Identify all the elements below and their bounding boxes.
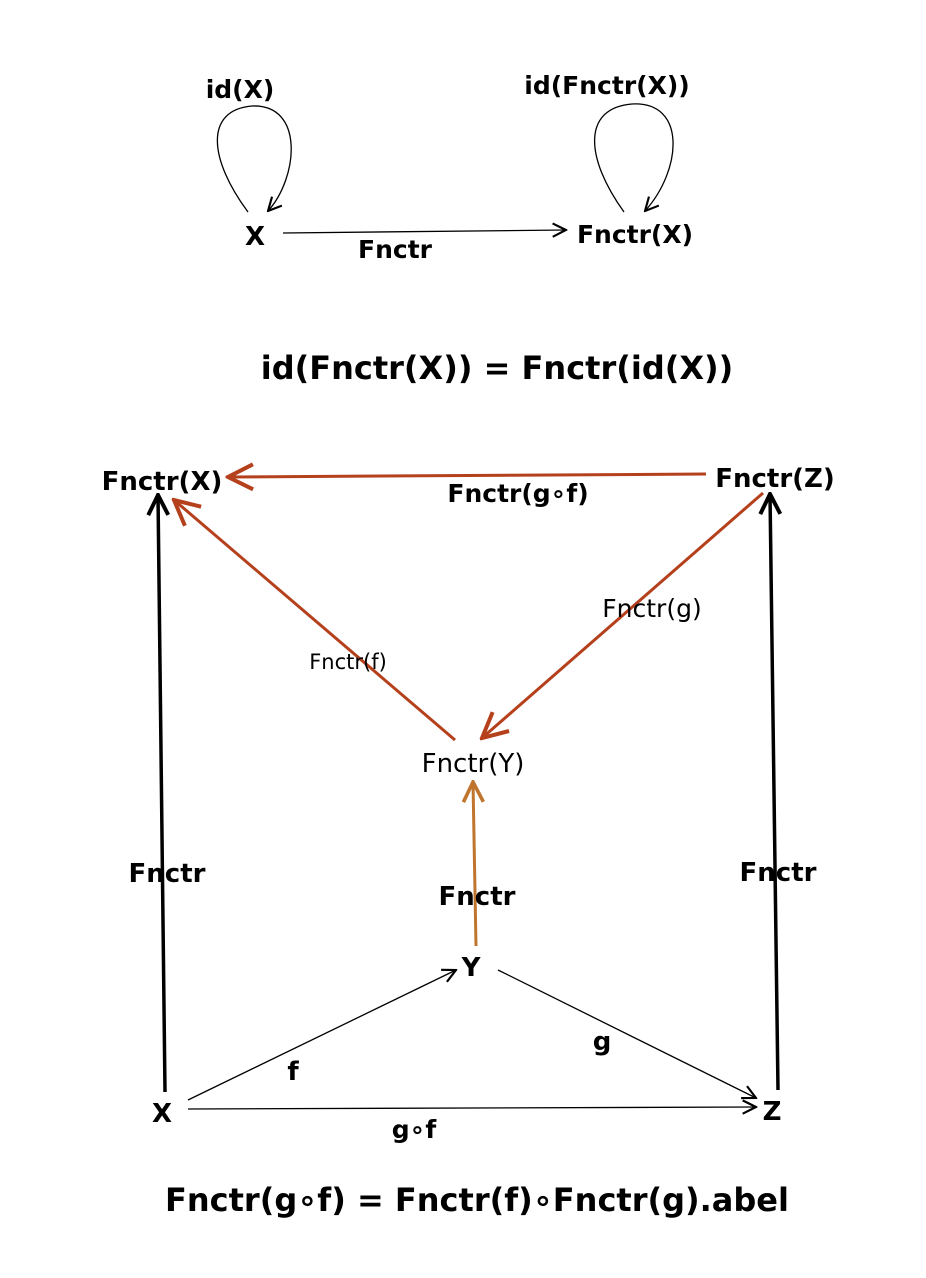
- arrow-f: [187, 970, 456, 1101]
- loop-id-x: [216, 105, 292, 212]
- node-y: Y: [461, 953, 482, 983]
- equation-composition: Fnctr(g∘f) = Fnctr(f)∘Fnctr(g).abel: [165, 1181, 789, 1219]
- label-fnctr-left: Fnctr: [129, 859, 206, 889]
- arrow-fnctr-top: [282, 230, 566, 233]
- node-x: X: [152, 1099, 172, 1129]
- label-id-fnctr-x: id(Fnctr(X)): [524, 71, 689, 100]
- arrow-fnctr-left: [158, 495, 165, 1093]
- label-g: g: [593, 1027, 612, 1057]
- node-fnctr-x: Fnctr(X): [102, 467, 223, 497]
- label-f: f: [287, 1057, 299, 1087]
- node-fnctr-x-top: Fnctr(X): [577, 220, 693, 249]
- arrow-fnctr-g: [482, 491, 764, 738]
- node-x-top: X: [245, 222, 265, 252]
- label-gf: g∘f: [392, 1115, 438, 1144]
- arrow-fnctr-f: [174, 500, 456, 742]
- label-fnctr-g: Fnctr(g): [602, 594, 701, 623]
- equation-identity: id(Fnctr(X)) = Fnctr(id(X)): [261, 349, 734, 387]
- arrow-g: [497, 969, 756, 1098]
- arrow-fnctr-middle: [473, 782, 476, 947]
- composition-diagram: Fnctr(X) Fnctr(Z) Fnctr(Y) X Y Z Fnctr(g…: [102, 464, 835, 1144]
- label-id-x: id(X): [206, 75, 275, 104]
- node-fnctr-y: Fnctr(Y): [422, 749, 525, 779]
- identity-diagram: id(X) id(Fnctr(X)) X Fnctr(X) Fnctr: [206, 71, 693, 264]
- label-fnctr-right: Fnctr: [740, 858, 817, 888]
- arrow-fnctr-right: [770, 494, 778, 1091]
- label-fnctr-gf: Fnctr(g∘f): [447, 479, 588, 508]
- node-z: Z: [763, 1097, 782, 1127]
- loop-id-fnctr-x: [594, 103, 674, 212]
- label-fnctr-middle: Fnctr: [439, 882, 516, 912]
- label-fnctr-top: Fnctr: [358, 235, 433, 264]
- label-fnctr-f: Fnctr(f): [309, 650, 387, 674]
- arrow-gf: [187, 1107, 756, 1109]
- arrow-fnctr-gf: [228, 474, 707, 477]
- node-fnctr-z: Fnctr(Z): [715, 464, 835, 494]
